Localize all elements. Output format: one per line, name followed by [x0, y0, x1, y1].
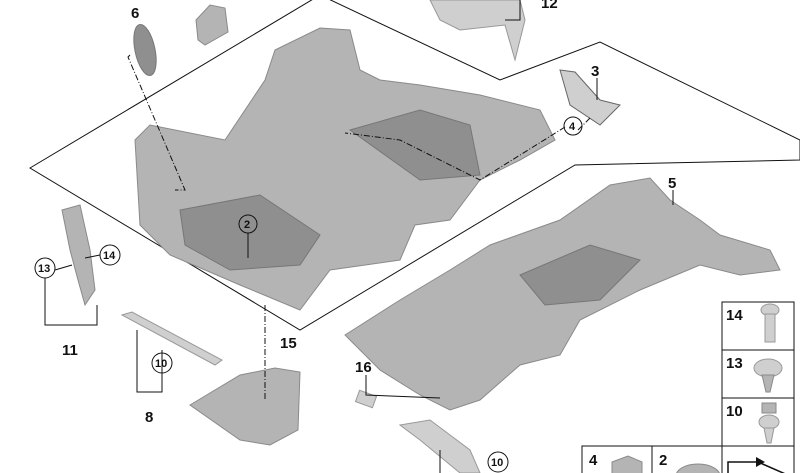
callout-13-circle	[34, 257, 56, 279]
part-small-cover	[195, 4, 229, 46]
legend-number-2: 2	[659, 452, 667, 469]
arrow-icon	[727, 457, 786, 473]
legend-number-14: 14	[726, 307, 743, 324]
callout-14-circle	[99, 244, 121, 266]
part-3-mesh	[559, 69, 621, 126]
callout-4: 4	[569, 121, 576, 133]
part-12-trim	[429, 0, 526, 62]
leader-4	[344, 126, 566, 181]
part-6-pad	[133, 23, 157, 77]
leader-6	[127, 54, 186, 191]
callout-5: 5	[668, 175, 676, 192]
part-sill-rear	[398, 419, 481, 473]
callout-11: 11	[62, 342, 78, 359]
round-pad-icon	[676, 463, 720, 473]
callout-14: 14	[103, 250, 116, 262]
callout-10-left: 10	[155, 358, 167, 370]
leader-8	[136, 330, 163, 393]
callout-3: 3	[591, 63, 599, 80]
clip-icon	[611, 455, 643, 473]
callout-8: 8	[145, 409, 153, 426]
leader-16	[365, 375, 441, 399]
legend-number-13: 13	[726, 355, 743, 372]
part-5-floor-area	[519, 244, 641, 306]
callout-10-bottom: 10	[491, 457, 503, 469]
leader-13	[54, 264, 73, 271]
callout-2-circle	[238, 214, 258, 234]
callout-16: 16	[355, 359, 372, 376]
part-8-sill	[120, 311, 223, 366]
legend-box-arrow	[721, 445, 795, 473]
leader-12	[505, 0, 521, 21]
screw-icon	[760, 303, 780, 343]
leader-11	[44, 278, 98, 326]
part-1-rear-floor	[348, 109, 481, 181]
callout-12: 12	[541, 0, 558, 12]
callout-4-circle	[563, 116, 583, 136]
part-15-cover	[189, 367, 301, 446]
callout-13: 13	[38, 263, 50, 275]
callout-10-circle	[151, 352, 173, 374]
legend-number-10: 10	[726, 403, 743, 420]
callout-6: 6	[131, 5, 139, 22]
callout-2: 2	[244, 219, 250, 231]
part-11-side-trim	[61, 204, 96, 307]
carpet-group-frame	[29, 0, 800, 331]
leader-14	[84, 254, 101, 259]
callout-10-bottom-circle	[487, 451, 509, 473]
leader-3	[577, 117, 591, 131]
part-16-pad	[354, 389, 378, 409]
callout-15: 15	[280, 335, 297, 352]
clip-nut-icon	[758, 402, 780, 444]
legend-number-4: 4	[589, 452, 598, 469]
parts-legend: 14 13 10 4 2	[581, 301, 795, 473]
expanding-rivet-icon	[753, 358, 783, 393]
